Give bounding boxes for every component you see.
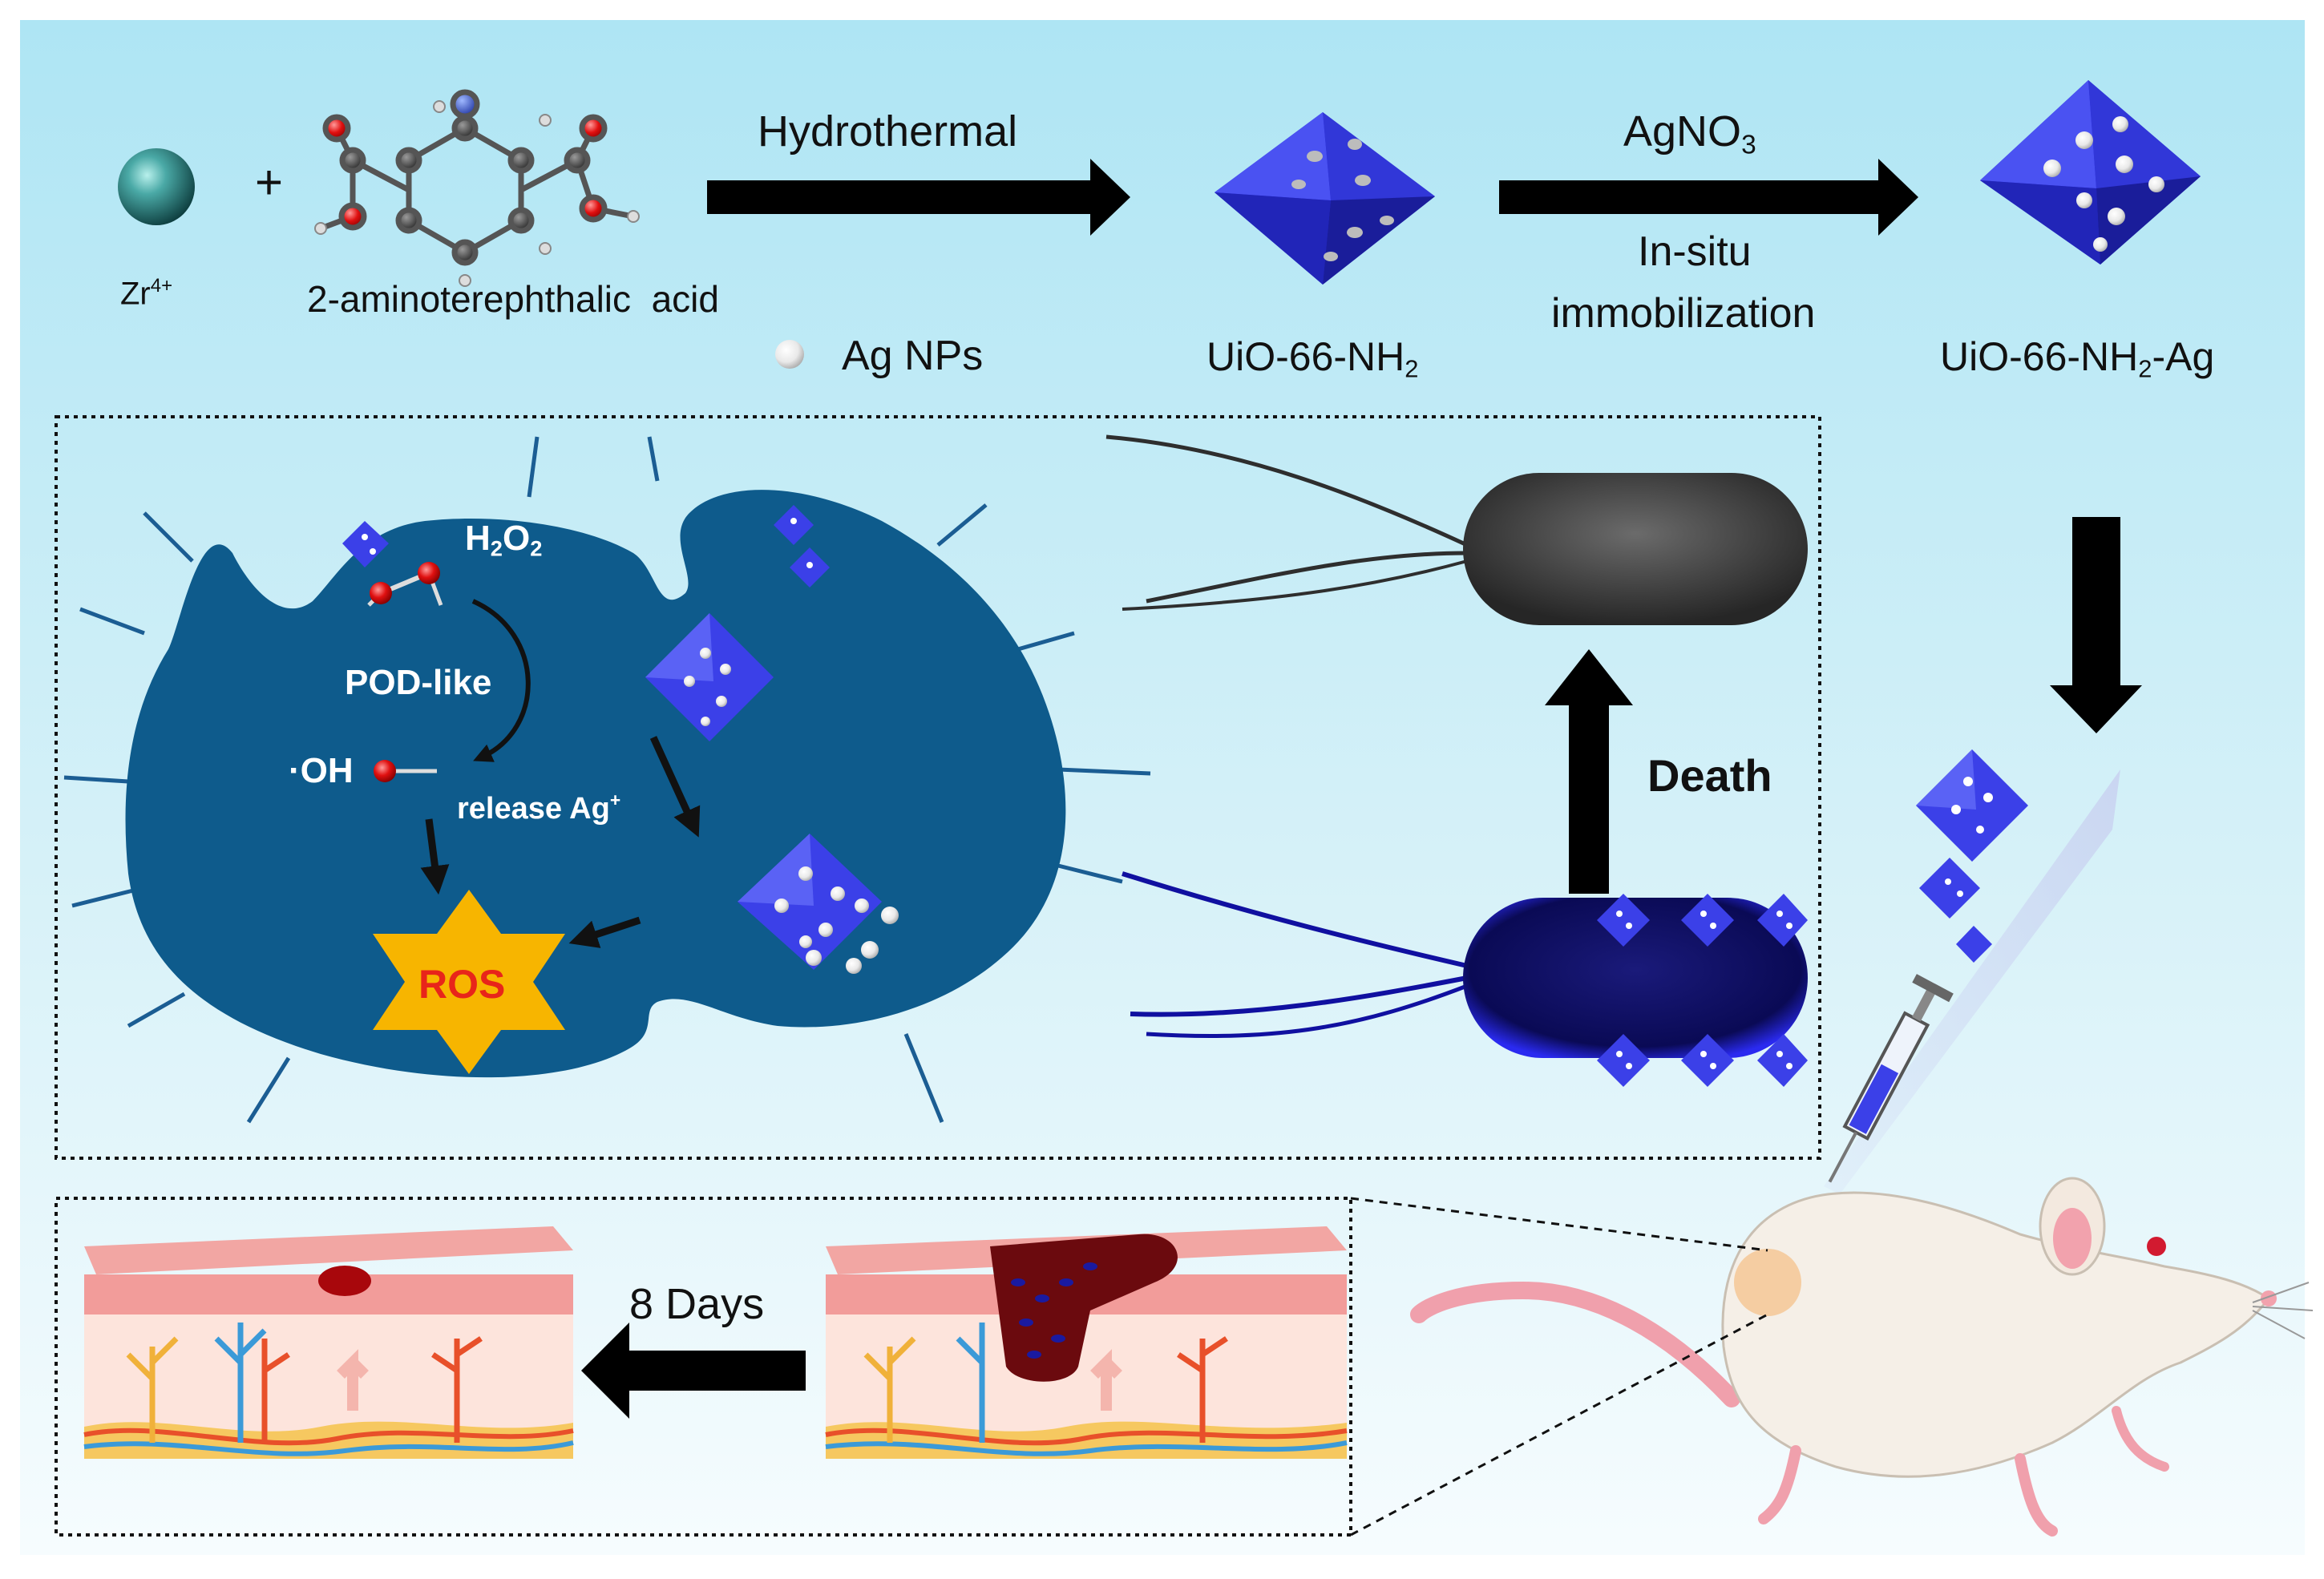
mouse-illustration [1410, 1177, 2314, 1537]
oh-radical-icon [374, 760, 437, 782]
release-ag-label: release Ag+ [457, 791, 620, 824]
wounded-skin-block [825, 1226, 1348, 1459]
plus-sign: + [255, 155, 284, 209]
dead-bacterium [1105, 434, 1808, 625]
arrow-release-to-ros [568, 916, 641, 948]
h2o2-sub2: 2 [530, 535, 543, 561]
immobilization-label: immobilization [1551, 290, 1816, 337]
mechanism-box [55, 415, 1821, 1160]
zoom-line-bottom [1350, 1313, 1768, 1537]
wound-box [55, 1197, 1352, 1537]
days-arrow [581, 1323, 806, 1419]
uio66-nh2-sub: 2 [1405, 354, 1419, 383]
product-tail: -Ag [2152, 334, 2215, 379]
linker-label: 2-aminoterephthalic acid [307, 278, 719, 320]
release-ag-charge: + [609, 790, 621, 810]
syringe-icon [1828, 974, 1954, 1183]
zr-label: Zr4+ [120, 277, 172, 310]
ag-nps-legend-label: Ag NPs [842, 333, 984, 379]
h2o2-label: H2O2 [465, 521, 542, 559]
pod-curved-arrow [471, 599, 531, 762]
product-label: UiO-66-NH2-Ag [1940, 337, 2214, 382]
agno3-label: AgNO3 [1623, 110, 1756, 159]
surface-mof-cluster [342, 505, 830, 588]
intracellular-mof [645, 613, 774, 741]
spray-beam [1824, 769, 2120, 1194]
agno3-arrow [1499, 159, 1918, 236]
uio66-nh2-main: UiO-66-NH [1206, 334, 1405, 379]
zr-symbol: Zr [120, 276, 151, 312]
ag-nps-legend-dot [775, 340, 804, 369]
ros-star [373, 890, 565, 1074]
days-label: 8 Days [629, 1280, 765, 1328]
live-bacterium-with-mofs [1122, 871, 1808, 1087]
healed-skin-block [83, 1226, 574, 1459]
agno3-sub: 3 [1741, 130, 1756, 160]
h2o2-sub1: 2 [490, 535, 503, 561]
linker-molecule-icon [314, 89, 640, 287]
uio66-nh2-label: UiO-66-NH2 [1206, 337, 1419, 382]
in-situ-label: In-situ [1638, 228, 1752, 275]
h2o2-o: O [502, 519, 531, 558]
agno3-main: AgNO [1623, 107, 1742, 155]
down-arrow [2050, 517, 2142, 733]
death-label: Death [1647, 750, 1772, 801]
mof-releasing-ag [738, 834, 899, 974]
injected-mofs [1916, 749, 2028, 963]
death-arrow [1545, 649, 1633, 894]
product-main: UiO-66-NH [1940, 334, 2139, 379]
arrow-oh-to-ros [420, 818, 450, 895]
uio66-nh2-octahedron [1215, 112, 1435, 285]
zoom-line-top [1350, 1197, 1768, 1252]
zr-ion-sphere [118, 148, 195, 225]
product-sub: 2 [2138, 354, 2152, 383]
h2o2-molecule-icon [367, 562, 443, 607]
arrow-mof-to-release [649, 736, 701, 838]
release-ag-text: release Ag [457, 791, 610, 826]
hydrothermal-arrow [707, 159, 1130, 236]
oh-label: ·OH [289, 751, 354, 790]
zr-charge: 4+ [150, 275, 173, 297]
pod-like-label: POD-like [345, 663, 492, 702]
h2o2-h: H [465, 519, 491, 558]
hydrothermal-label: Hydrothermal [758, 107, 1018, 155]
cell-spikes [63, 436, 1151, 1124]
ros-label: ROS [418, 962, 506, 1007]
uio66-nh2-ag-octahedron [1980, 80, 2201, 265]
